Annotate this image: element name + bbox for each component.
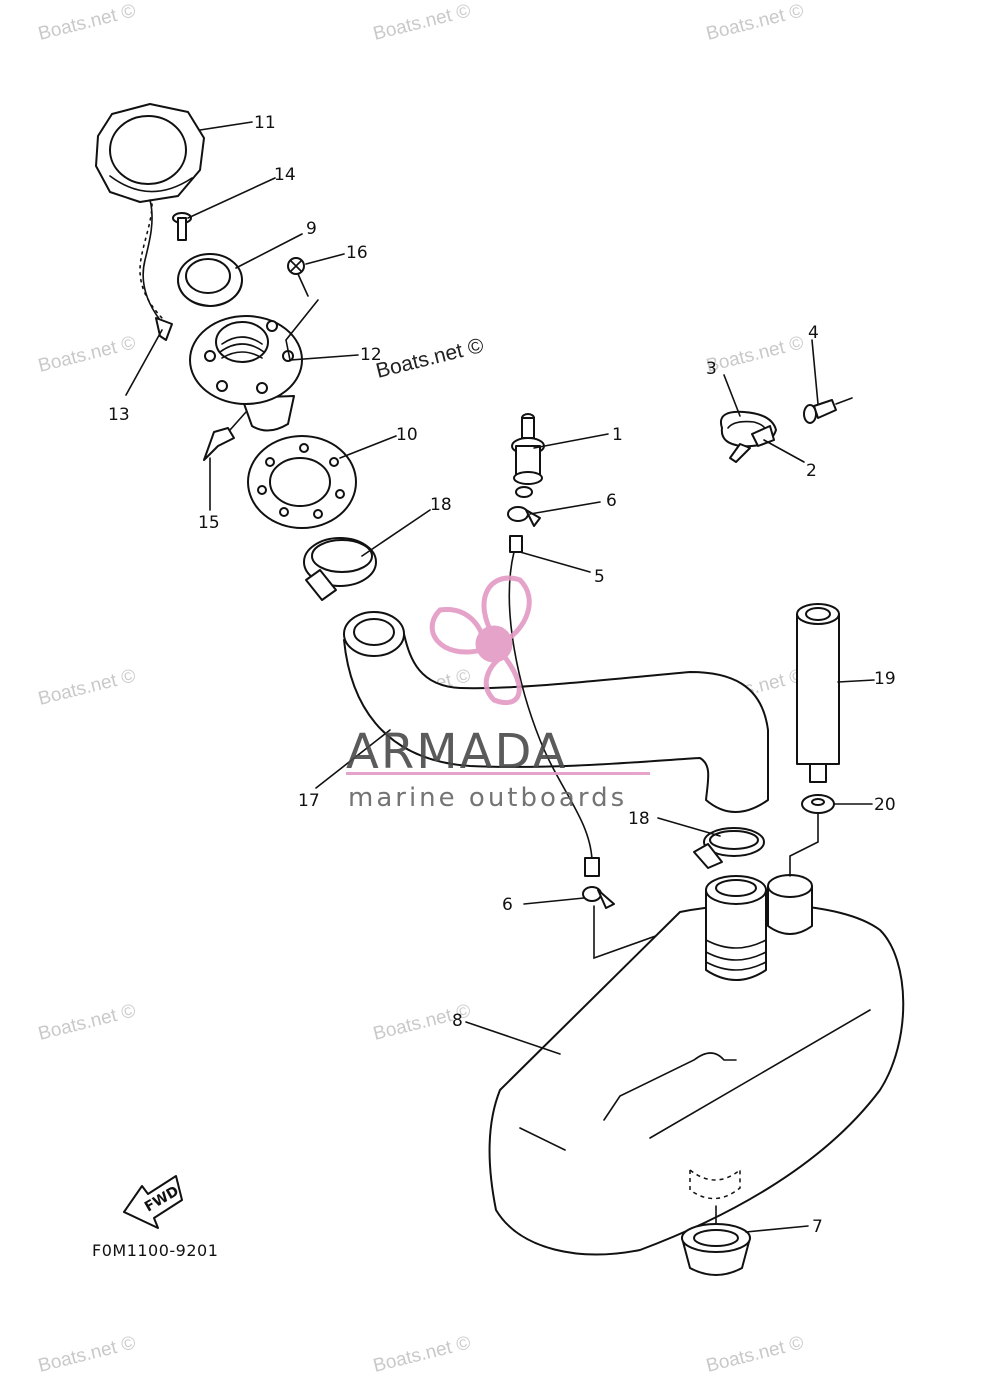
part-10-gasket xyxy=(247,435,357,529)
watermark: Boats.net © xyxy=(704,0,806,44)
callout-labels: 1 2 3 4 5 6 6 7 8 9 10 11 12 13 14 15 16… xyxy=(108,113,896,1237)
callout-2: 2 xyxy=(806,461,817,481)
part-1-fitting xyxy=(511,413,545,498)
part-7-cap xyxy=(681,1205,751,1276)
callout-11: 11 xyxy=(254,113,276,133)
drawing-code: F0M1100-9201 xyxy=(92,1241,218,1260)
part-6-clip-upper xyxy=(507,506,541,527)
watermark: Boats.net © xyxy=(371,1332,473,1376)
part-17-fuel-hose xyxy=(343,611,769,813)
watermark: Boats.net © xyxy=(36,1332,138,1376)
watermark: Boats.net © xyxy=(36,332,138,376)
part-18-hose-clamp xyxy=(303,537,377,601)
callout-7: 7 xyxy=(812,1217,823,1237)
callout-3: 3 xyxy=(706,359,717,379)
callout-8: 8 xyxy=(452,1011,463,1031)
watermark-dark: Boats.net © xyxy=(374,334,487,383)
part-15-clip xyxy=(203,411,247,461)
callout-16: 16 xyxy=(346,243,368,263)
callout-19: 19 xyxy=(874,669,896,689)
callout-6-upper: 6 xyxy=(606,491,617,511)
part-8-fuel-tank xyxy=(488,813,905,1256)
part-11-filler-cap xyxy=(95,103,205,341)
watermark: Boats.net © xyxy=(36,0,138,44)
fwd-arrow-icon: FWD xyxy=(123,1175,183,1229)
part-9-grommet xyxy=(177,253,243,307)
brand-tagline: marine outboards xyxy=(348,783,627,813)
callout-14: 14 xyxy=(274,165,296,185)
callout-13: 13 xyxy=(108,405,130,425)
callout-6-lower: 6 xyxy=(502,895,513,915)
watermark: Boats.net © xyxy=(704,332,806,376)
part-4-rivet xyxy=(803,397,853,424)
callout-5: 5 xyxy=(594,567,605,587)
watermark: Boats.net © xyxy=(36,665,138,709)
callout-20: 20 xyxy=(874,795,896,815)
part-18-hose-clamp-lower xyxy=(693,827,765,869)
callout-18-lower: 18 xyxy=(628,809,650,829)
callout-15: 15 xyxy=(198,513,220,533)
propeller-icon xyxy=(429,575,532,706)
callout-10: 10 xyxy=(396,425,418,445)
part-2-bracket xyxy=(751,425,775,447)
part-12-filler-neck xyxy=(189,315,303,432)
callout-4: 4 xyxy=(808,323,819,343)
part-19-tube xyxy=(796,603,840,783)
armada-logo: ARMADA marine outboards xyxy=(346,575,650,813)
leader-lines xyxy=(125,121,875,1233)
brand-name: ARMADA xyxy=(346,724,567,780)
part-14-screw xyxy=(172,212,192,241)
part-16-screw xyxy=(287,257,309,297)
callout-1: 1 xyxy=(612,425,623,445)
brand-underline xyxy=(346,772,650,775)
callout-12: 12 xyxy=(360,345,382,365)
callout-9: 9 xyxy=(306,219,317,239)
watermark: Boats.net © xyxy=(704,1332,806,1376)
part-6-clip-lower xyxy=(582,886,615,909)
callout-17: 17 xyxy=(298,791,320,811)
watermark: Boats.net © xyxy=(36,1000,138,1044)
part-20-washer xyxy=(801,794,835,814)
callout-18-upper: 18 xyxy=(430,495,452,515)
watermark: Boats.net © xyxy=(371,0,473,44)
